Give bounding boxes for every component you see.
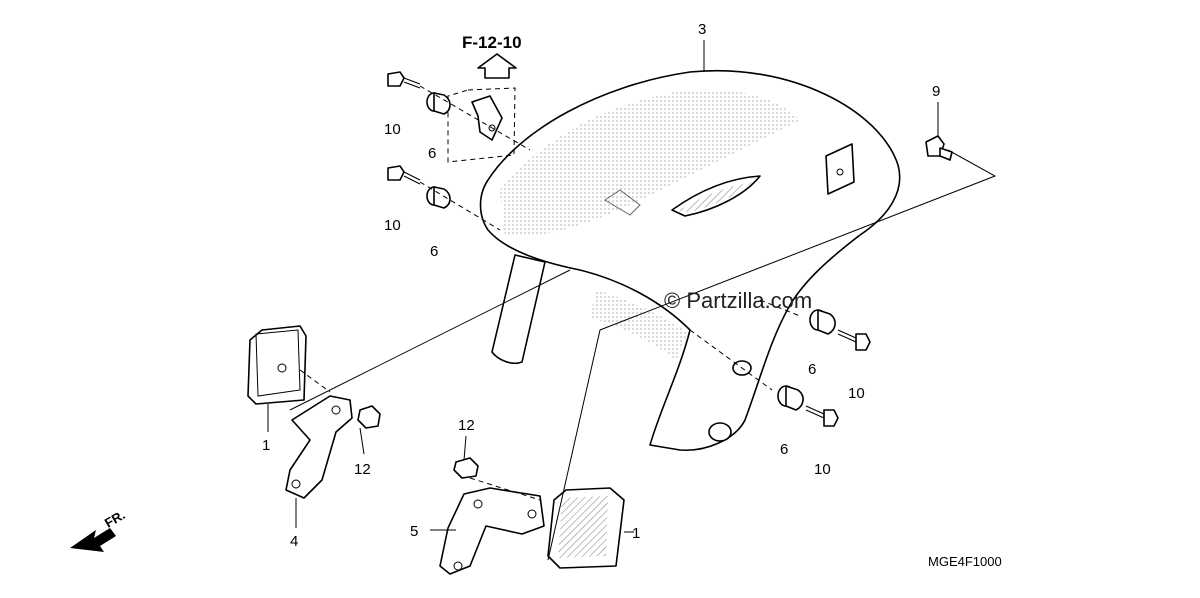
bolt-middle xyxy=(387,165,421,185)
callout-labels: 3 9 10 6 10 6 6 10 6 10 1 12 4 12 5 1 xyxy=(262,21,940,550)
callout-6: 6 xyxy=(430,243,438,260)
bolt-upper xyxy=(387,71,421,89)
clip-reference-box xyxy=(447,53,517,163)
reference-label[interactable]: F-12-10 xyxy=(462,33,522,52)
callout-6: 6 xyxy=(808,361,816,378)
front-arrow-icon xyxy=(70,528,116,552)
reflector-lower xyxy=(547,487,625,569)
watermark: © Partzilla.com xyxy=(664,288,812,313)
callout-6: 6 xyxy=(428,145,436,162)
nut-left xyxy=(357,405,381,429)
leader-lines xyxy=(267,40,997,561)
bolt-9 xyxy=(925,135,953,161)
diagram-code: MGE4F1000 xyxy=(928,554,1002,569)
grommet-right-upper xyxy=(809,309,836,335)
callout-4: 4 xyxy=(290,533,298,550)
grommet-right-lower xyxy=(777,385,804,411)
callout-12: 12 xyxy=(458,417,475,434)
callout-1: 1 xyxy=(262,437,270,454)
callout-10: 10 xyxy=(814,461,831,478)
bolt-right-lower xyxy=(805,405,839,427)
up-arrow-icon xyxy=(477,53,517,79)
callout-6: 6 xyxy=(780,441,788,458)
callout-12: 12 xyxy=(354,461,371,478)
callout-9: 9 xyxy=(932,83,940,100)
reflector-left xyxy=(247,325,307,405)
stay-lower xyxy=(439,487,545,575)
grommet-upper xyxy=(426,92,451,115)
callout-5: 5 xyxy=(410,523,418,540)
nut-lower xyxy=(453,457,479,479)
callout-10: 10 xyxy=(384,217,401,234)
stay-left xyxy=(285,395,353,499)
front-direction: FR. xyxy=(70,507,128,552)
callout-10: 10 xyxy=(384,121,401,138)
callout-1: 1 xyxy=(632,525,640,542)
grommet-middle xyxy=(426,186,451,209)
callout-3: 3 xyxy=(698,21,706,38)
bolt-right-upper xyxy=(837,329,871,351)
front-fender xyxy=(479,69,901,451)
front-direction-label: FR. xyxy=(102,507,128,530)
callout-10: 10 xyxy=(848,385,865,402)
